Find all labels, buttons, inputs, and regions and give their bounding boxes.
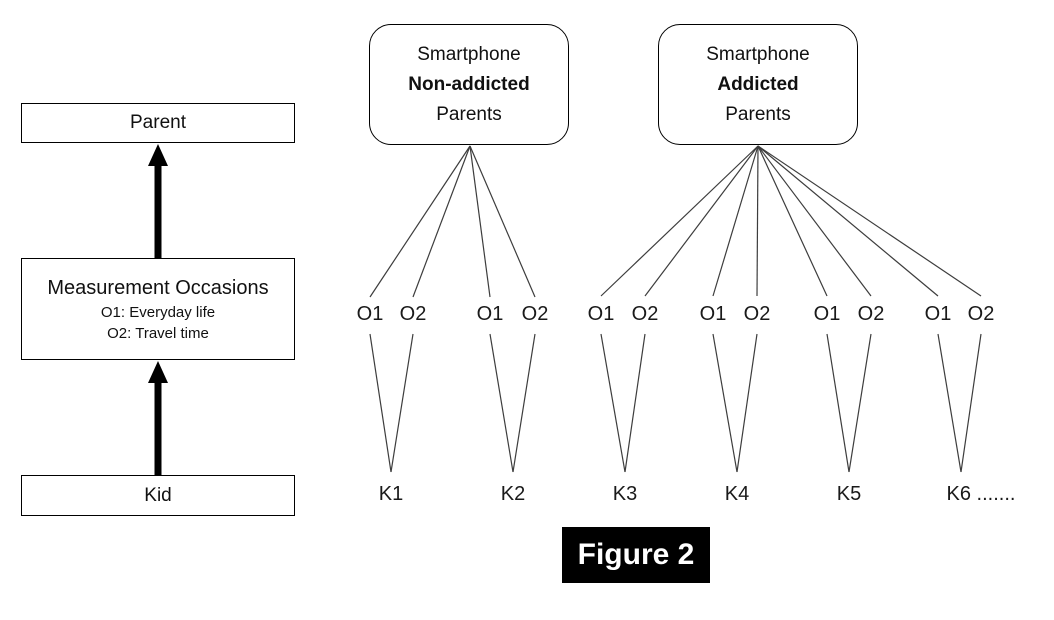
- addicted-line1: Smartphone: [706, 43, 810, 65]
- measurement-o1-line: O1: Everyday life: [100, 303, 216, 321]
- measurement-box-title: Measurement Occasions: [47, 276, 269, 299]
- kid-label-k5: K5: [836, 483, 862, 505]
- occasion-label-k1-o2: O2: [399, 303, 427, 325]
- kid-label-k6: K6 .......: [946, 483, 1016, 505]
- kid-label-k3: K3: [612, 483, 638, 505]
- fan-non-addicted: [369, 145, 536, 298]
- figure-caption: Figure 2: [562, 527, 710, 583]
- addicted-line2: Addicted: [717, 73, 799, 95]
- occasion-label-k2-o2: O2: [521, 303, 549, 325]
- occasion-label-k3-o1: O1: [587, 303, 615, 325]
- occasion-label-k4-o2: O2: [743, 303, 771, 325]
- group-box-addicted: Smartphone Addicted Parents: [658, 24, 858, 145]
- occasion-label-k6-o2: O2: [967, 303, 995, 325]
- non-addicted-line2: Non-addicted: [408, 73, 530, 95]
- non-addicted-line3: Parents: [436, 103, 502, 125]
- measurement-occasions-box: Measurement Occasions O1: Everyday life …: [21, 258, 295, 360]
- occasion-label-k6-o1: O1: [924, 303, 952, 325]
- occasion-label-k4-o1: O1: [699, 303, 727, 325]
- arrow-measurement-to-parent: [148, 144, 168, 258]
- measurement-o2-line: O2: Travel time: [107, 324, 209, 342]
- parent-box: Parent: [21, 103, 295, 143]
- kid-box: Kid: [21, 475, 295, 516]
- occasion-to-kid-lines: [369, 333, 982, 473]
- non-addicted-line1: Smartphone: [417, 43, 521, 65]
- parent-box-label: Parent: [130, 112, 186, 133]
- occasion-label-k5-o2: O2: [857, 303, 885, 325]
- fan-addicted: [600, 145, 982, 297]
- occasion-label-k2-o1: O1: [476, 303, 504, 325]
- kid-label-k2: K2: [500, 483, 526, 505]
- kid-label-k4: K4: [724, 483, 750, 505]
- addicted-line3: Parents: [725, 103, 791, 125]
- arrow-kid-to-measurement: [148, 361, 168, 475]
- occasion-label-k3-o2: O2: [631, 303, 659, 325]
- kid-box-label: Kid: [144, 484, 172, 506]
- occasion-label-k5-o1: O1: [813, 303, 841, 325]
- occasion-label-k1-o1: O1: [356, 303, 384, 325]
- group-box-non-addicted: Smartphone Non-addicted Parents: [369, 24, 569, 145]
- kid-label-k1: K1: [378, 483, 404, 505]
